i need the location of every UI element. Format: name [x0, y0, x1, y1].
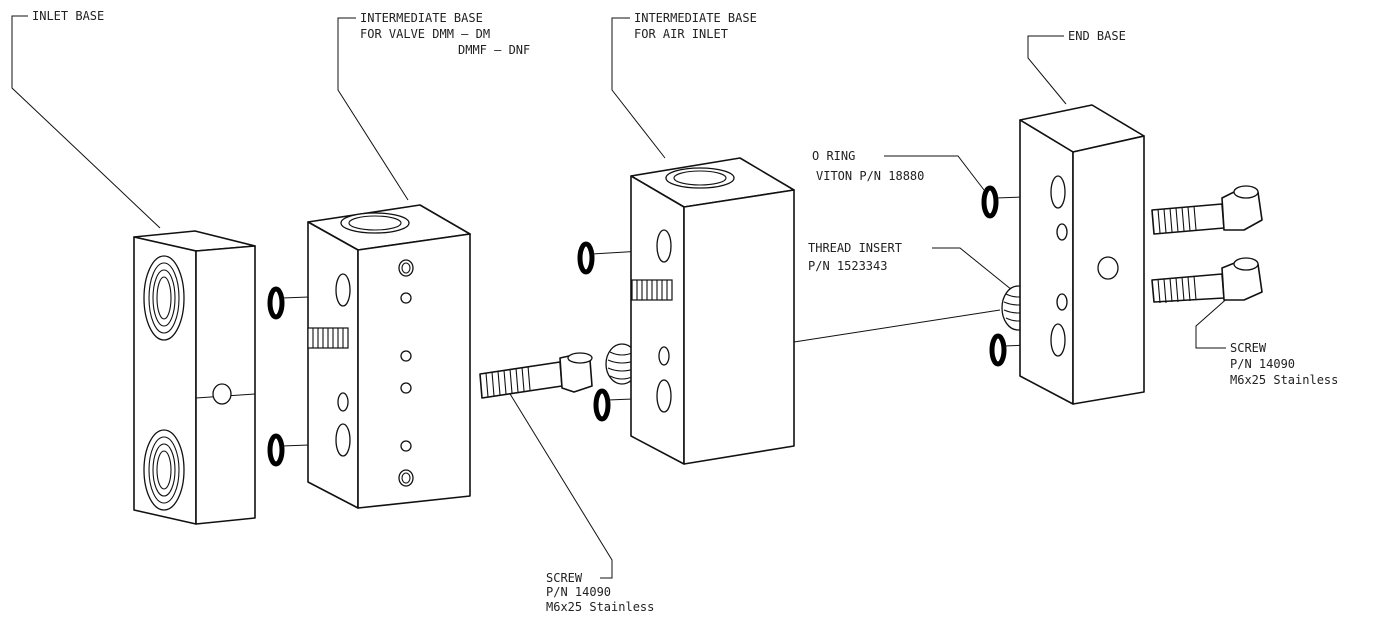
screw-bottom-text-1: SCREW: [546, 571, 583, 585]
o-ring: [267, 286, 285, 320]
thread-insert-text-2: P/N 1523343: [808, 259, 887, 273]
intermediate-valve-text-1: INTERMEDIATE BASE: [360, 11, 483, 25]
label-screw-bottom: SCREW P/N 14090 M6x25 Stainless: [503, 383, 654, 614]
screw-bottom: [479, 352, 593, 399]
o-ring: [577, 241, 595, 275]
screw-right-upper: [1151, 185, 1263, 235]
intermediate-air-text-2: FOR AIR INLET: [634, 27, 728, 41]
o-ring: [267, 433, 285, 467]
screw-right-text-1: SCREW: [1230, 341, 1267, 355]
end-center-hole: [1097, 256, 1119, 280]
label-screw-right: SCREW P/N 14090 M6x25 Stainless: [1195, 279, 1338, 387]
intermediate-valve-text-2: FOR VALVE DMM – DM: [360, 27, 490, 41]
o-ring: [989, 333, 1007, 367]
o-ring: [593, 388, 611, 422]
screw-right-lower: [1151, 257, 1263, 304]
inlet-port-bottom: [143, 429, 185, 511]
intermediate-air-text-1: INTERMEDIATE BASE: [634, 11, 757, 25]
inlet-base-text: INLET BASE: [32, 9, 104, 23]
side-threaded-insert: [631, 279, 673, 301]
end-base-block: [1019, 104, 1145, 405]
screw-right-text-3: M6x25 Stainless: [1230, 373, 1338, 387]
o-ring-text-1: O RING: [812, 149, 855, 163]
label-thread-insert: THREAD INSERT P/N 1523343: [808, 241, 1013, 291]
intermediate-air-base-block: [630, 157, 795, 465]
label-intermediate-valve: INTERMEDIATE BASE FOR VALVE DMM – DM DMM…: [337, 11, 530, 201]
label-o-ring: O RING VITON P/N 18880: [812, 149, 985, 191]
thread-insert-text-1: THREAD INSERT: [808, 241, 902, 255]
screw-right-text-2: P/N 14090: [1230, 357, 1295, 371]
screw-bottom-text-2: P/N 14090: [546, 585, 611, 599]
o-ring: [981, 185, 999, 219]
intermediate-valve-text-3: DMMF – DNF: [458, 43, 530, 57]
end-base-text: END BASE: [1068, 29, 1126, 43]
inlet-center-hole: [212, 383, 232, 405]
intermediate-valve-base-block: [307, 204, 471, 509]
label-intermediate-air: INTERMEDIATE BASE FOR AIR INLET: [611, 11, 757, 159]
o-ring-text-2: VITON P/N 18880: [816, 169, 924, 183]
screw-bottom-text-3: M6x25 Stainless: [546, 600, 654, 614]
inlet-base-block: [133, 230, 256, 525]
side-threaded-insert: [307, 327, 349, 349]
label-end-base: END BASE: [1027, 29, 1126, 105]
inlet-port-top: [143, 255, 185, 341]
label-inlet-base: INLET BASE: [11, 9, 161, 229]
